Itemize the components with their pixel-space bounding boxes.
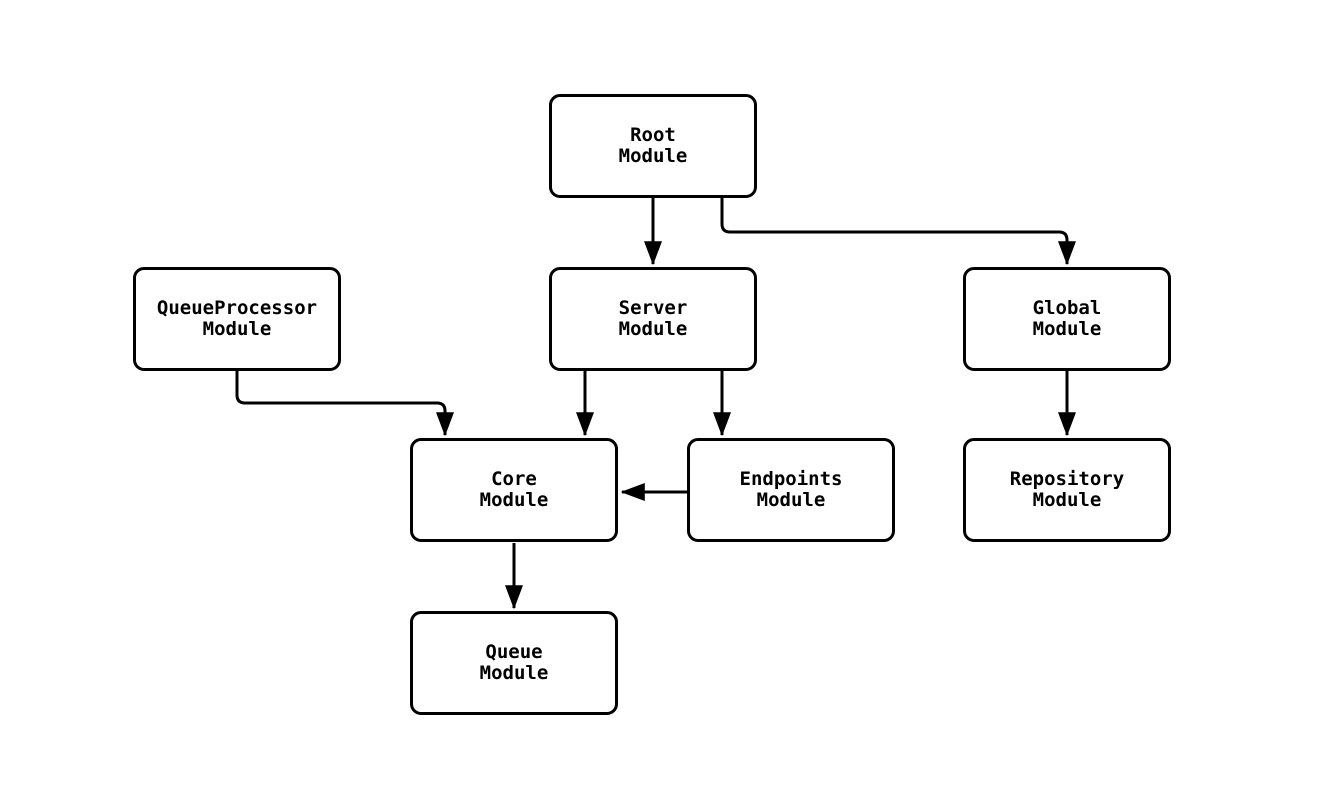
edge-root-to-global bbox=[720, 198, 1076, 266]
node-global-module: Global Module bbox=[963, 267, 1171, 371]
node-label-line1: Repository bbox=[1009, 467, 1125, 490]
node-label-line2: Module bbox=[1032, 489, 1102, 511]
node-label-line1: Server bbox=[618, 296, 688, 319]
node-label-line2: Module bbox=[479, 489, 549, 511]
node-label-line1: Root bbox=[630, 123, 676, 146]
node-label-line1: Queue bbox=[485, 640, 543, 663]
node-label-line2: Module bbox=[202, 318, 272, 340]
node-label-line2: Module bbox=[618, 145, 688, 167]
node-label-line2: Module bbox=[756, 489, 826, 511]
node-label-line1: Core bbox=[491, 467, 537, 490]
node-label-line2: Module bbox=[618, 318, 688, 340]
node-queueprocessor-module: QueueProcessor Module bbox=[133, 267, 341, 371]
node-label-line1: Global bbox=[1032, 296, 1102, 319]
node-repository-module: Repository Module bbox=[963, 438, 1171, 542]
node-queue-module: Queue Module bbox=[410, 611, 618, 715]
node-label-line1: QueueProcessor bbox=[156, 296, 318, 319]
node-label-line2: Module bbox=[1032, 318, 1102, 340]
edge-queueprocessor-to-core bbox=[235, 371, 454, 437]
node-server-module: Server Module bbox=[549, 267, 757, 371]
node-label-line2: Module bbox=[479, 662, 549, 684]
node-endpoints-module: Endpoints Module bbox=[687, 438, 895, 542]
node-label-line1: Endpoints bbox=[739, 467, 843, 490]
node-core-module: Core Module bbox=[410, 438, 618, 542]
node-root-module: Root Module bbox=[549, 94, 757, 198]
